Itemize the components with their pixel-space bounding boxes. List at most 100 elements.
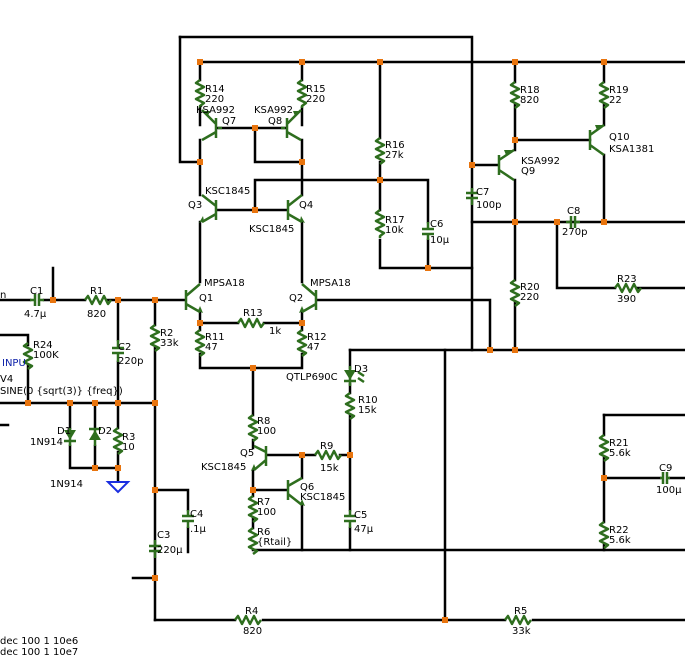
diodes <box>64 366 365 446</box>
label-r7-value: 100 <box>257 507 276 518</box>
label-r24-value: 100K <box>33 350 59 361</box>
capacitor-c4 <box>182 510 194 528</box>
resistor-r2 <box>149 324 161 352</box>
label-q7-part: KSA992 <box>196 105 235 116</box>
resistor-r4 <box>234 614 262 626</box>
label-c8-value: 270p <box>562 227 587 238</box>
resistor-r11 <box>194 329 206 357</box>
label-r9-value: 15k <box>320 463 339 474</box>
capacitor-c7 <box>466 188 478 205</box>
label-r17-value: 10k <box>385 225 404 236</box>
label-q5: Q5 <box>240 448 254 459</box>
label-q3: Q3 <box>188 200 202 211</box>
transistor-q9 <box>497 148 515 182</box>
label-input: INPU <box>2 358 26 369</box>
label-r15: R15 <box>306 84 326 95</box>
label-directive-1: dec 100 1 10e6 <box>0 636 78 647</box>
resistor-r23 <box>614 282 642 294</box>
capacitor-c5 <box>344 510 356 528</box>
label-c4-value: .1µ <box>190 524 207 535</box>
label-q10: Q10 <box>609 132 630 143</box>
label-r5: R5 <box>514 606 527 617</box>
resistor-r8 <box>247 414 259 442</box>
label-r24: R24 <box>33 340 53 351</box>
label-c6: C6 <box>430 219 443 230</box>
label-r13: R13 <box>243 308 263 319</box>
label-q6: Q6 <box>300 482 314 493</box>
label-q6-part: KSC1845 <box>300 492 345 503</box>
label-r12-value: 47 <box>307 342 320 353</box>
resistors <box>22 79 642 626</box>
label-r22-value: 5.6k <box>609 535 631 546</box>
wires <box>0 35 685 622</box>
transistor-q7 <box>201 109 222 142</box>
label-c3: C3 <box>157 530 170 541</box>
label-q4: Q4 <box>299 200 313 211</box>
resistor-r24 <box>22 342 34 370</box>
label-r22: R22 <box>609 525 629 536</box>
resistor-r17 <box>374 209 386 238</box>
resistor-r18 <box>509 81 521 109</box>
label-r6-value: {Rtail} <box>257 537 292 548</box>
label-q8: Q8 <box>268 116 282 127</box>
label-r10-value: 15k <box>358 405 377 416</box>
transistor-q10 <box>588 123 605 157</box>
label-r6: R6 <box>257 527 270 538</box>
capacitor-c2 <box>112 340 124 362</box>
capacitor-c3 <box>149 540 161 558</box>
label-r23: R23 <box>617 274 637 285</box>
transistor-q3 <box>199 194 218 224</box>
transistor-q6 <box>286 476 305 506</box>
label-r16-value: 27k <box>385 150 404 161</box>
label-r23-value: 390 <box>617 294 636 305</box>
led-d3 <box>344 366 365 386</box>
label-q7: Q7 <box>222 116 236 127</box>
label-r18: R18 <box>520 85 540 96</box>
label-v4: V4 <box>0 374 13 385</box>
label-edge-net: n <box>0 290 6 301</box>
label-r11: R11 <box>205 332 225 343</box>
label-c9: C9 <box>659 463 672 474</box>
resistor-r1 <box>84 294 112 306</box>
label-r16: R16 <box>385 140 405 151</box>
label-c3-value: 220µ <box>157 545 183 556</box>
label-r20-value: 220 <box>520 292 539 303</box>
label-d3: D3 <box>354 364 368 375</box>
label-r3: R3 <box>122 432 135 443</box>
label-d2: D2 <box>98 426 112 437</box>
label-r21-value: 5.6k <box>609 448 631 459</box>
capacitor-c1 <box>30 294 44 306</box>
resistor-r20 <box>509 279 521 307</box>
resistor-r10 <box>344 392 356 420</box>
label-r21: R21 <box>609 438 629 449</box>
resistor-r9 <box>314 449 342 461</box>
label-r4-value: 820 <box>243 626 262 637</box>
ground-icon <box>105 481 131 494</box>
capacitor-c6 <box>422 222 434 240</box>
label-r20: R20 <box>520 282 540 293</box>
label-r19: R19 <box>609 85 629 96</box>
label-r19-value: 22 <box>609 95 622 106</box>
label-c5: C5 <box>354 510 367 521</box>
label-c1-value: 4.7µ <box>24 309 47 320</box>
label-directive-2: dec 100 1 10e7 <box>0 647 78 658</box>
label-r18-value: 820 <box>520 95 539 106</box>
label-q5-part: KSC1845 <box>201 462 246 473</box>
junctions <box>25 59 607 623</box>
resistor-r15 <box>296 79 308 108</box>
resistor-r22 <box>598 521 610 549</box>
label-c8: C8 <box>567 206 580 217</box>
resistor-r13 <box>237 317 265 329</box>
transistors <box>184 109 605 506</box>
transistor-q2 <box>299 283 318 314</box>
resistor-r3 <box>112 427 124 455</box>
diode-d2 <box>89 427 101 446</box>
label-r13-value: 1k <box>269 326 281 337</box>
label-r10: R10 <box>358 395 378 406</box>
label-d1-part: 1N914 <box>30 437 63 448</box>
transistor-q5 <box>251 444 268 471</box>
label-r2: R2 <box>160 328 173 339</box>
label-r14-value: 220 <box>205 94 224 105</box>
resistor-r12 <box>296 329 308 357</box>
